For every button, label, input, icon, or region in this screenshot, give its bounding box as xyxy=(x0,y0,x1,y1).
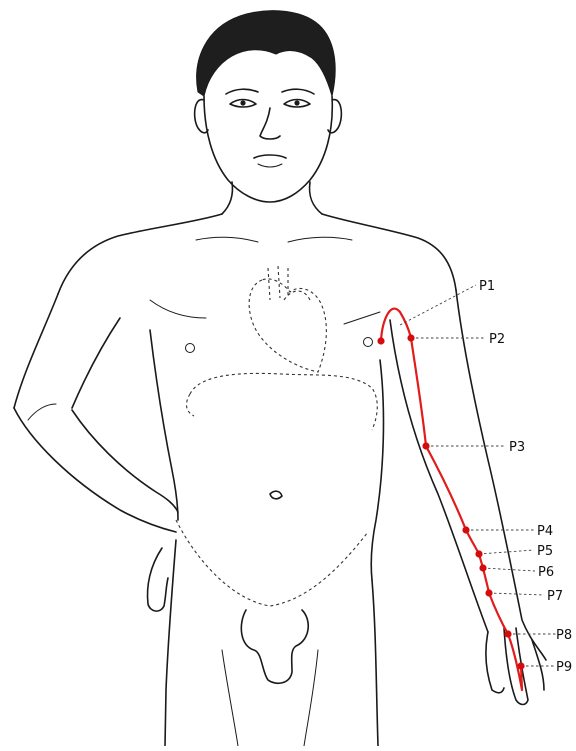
left-forearm-outer xyxy=(14,408,176,532)
right-leg-outer xyxy=(372,580,378,746)
diaphragm-outline xyxy=(190,373,377,430)
neck-left xyxy=(222,182,233,214)
navel xyxy=(270,491,282,499)
point-p3-marker xyxy=(422,442,429,449)
hair xyxy=(197,11,336,96)
left-hand xyxy=(148,548,168,611)
point-p5-marker xyxy=(475,550,482,557)
point-label-p4: P4 xyxy=(537,524,553,539)
leader-p5 xyxy=(479,550,534,554)
nose xyxy=(260,108,280,139)
aorta-vessels xyxy=(268,266,310,300)
left-upper-arm-inner xyxy=(72,318,120,408)
point-label-p7: P7 xyxy=(547,589,563,604)
right-arm-inner xyxy=(390,320,488,632)
point-p4-marker xyxy=(462,526,469,533)
right-nipple xyxy=(364,338,373,347)
point-p1-marker xyxy=(377,337,384,344)
left-shoulder xyxy=(58,214,222,294)
point-label-p8: P8 xyxy=(556,628,572,643)
point-p2-marker xyxy=(407,334,414,341)
inner-thigh-left xyxy=(222,650,238,746)
left-clavicle xyxy=(196,237,258,242)
leader-p6 xyxy=(483,568,535,571)
left-brow xyxy=(226,89,258,94)
right-torso-side xyxy=(371,360,383,580)
left-upper-arm-outer xyxy=(14,294,58,408)
right-brow xyxy=(282,89,314,94)
genitals xyxy=(241,610,308,683)
point-label-p5: P5 xyxy=(537,544,553,559)
leader-p1 xyxy=(400,285,476,325)
point-p9-marker xyxy=(517,662,524,669)
acupoints xyxy=(377,334,524,669)
point-label-p9: P9 xyxy=(556,660,572,675)
point-label-p6: P6 xyxy=(538,565,554,580)
left-arm xyxy=(14,294,178,611)
lower-lip xyxy=(258,164,282,167)
point-p8-marker xyxy=(504,630,511,637)
right-pectoral xyxy=(344,312,380,324)
right-clavicle xyxy=(288,237,352,242)
left-nipple xyxy=(186,344,195,353)
face-outline xyxy=(204,96,332,202)
left-leg-outer xyxy=(165,540,176,746)
right-shoulder xyxy=(322,214,456,290)
inner-thigh-right xyxy=(304,650,318,746)
right-ear xyxy=(328,100,341,133)
neck-right xyxy=(310,182,323,214)
point-label-p3: P3 xyxy=(509,440,525,455)
right-hand xyxy=(486,628,544,705)
left-pectoral xyxy=(150,300,206,318)
left-elbow-crease xyxy=(28,404,56,420)
liver-outline xyxy=(187,394,194,416)
right-pupil xyxy=(294,100,299,105)
point-p6-marker xyxy=(479,564,486,571)
left-pupil xyxy=(240,100,245,105)
meridian-line xyxy=(381,309,522,690)
point-labels: P1 P2 P3 P4 P5 P6 P7 P8 P9 xyxy=(479,279,572,675)
point-label-p1: P1 xyxy=(479,279,495,294)
torso xyxy=(58,182,456,746)
organs xyxy=(176,266,377,606)
left-forearm-inner xyxy=(72,410,178,512)
leader-lines xyxy=(400,285,556,666)
point-p7-marker xyxy=(485,589,492,596)
point-label-p2: P2 xyxy=(489,332,505,347)
pelvis-outline xyxy=(176,520,368,606)
mouth xyxy=(254,155,286,158)
head xyxy=(195,11,342,202)
